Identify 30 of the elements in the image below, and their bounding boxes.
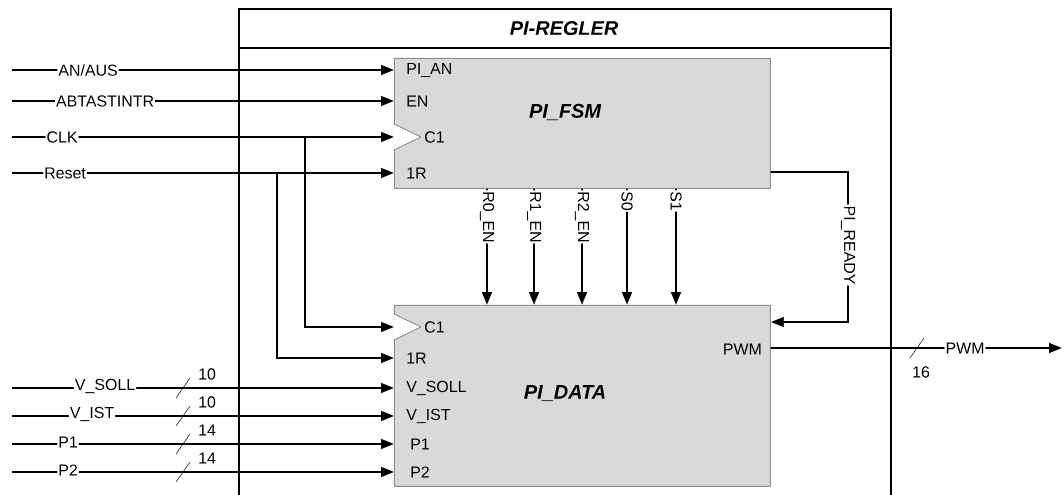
port-label: V_SOLL	[406, 380, 466, 396]
signal-label: AN/AUS	[57, 63, 119, 77]
port-label: C1	[425, 321, 444, 333]
signal-label: CLK	[45, 130, 79, 144]
bus-width-label: 14	[199, 452, 216, 464]
signal-label: S0	[620, 190, 634, 212]
signal-label: S1	[669, 190, 683, 212]
port-label: EN	[407, 95, 428, 107]
bus-width-label: 16	[913, 366, 930, 378]
signal-label: V_IST	[68, 405, 116, 423]
port-label: P1	[411, 438, 429, 450]
bus-width-label: 10	[199, 396, 216, 408]
block-title: PI_FSM	[529, 103, 602, 121]
signal-label: ABTASTINTR	[55, 94, 155, 108]
port-label: P2	[411, 466, 429, 478]
module-title: PI-REGLER	[510, 20, 619, 36]
port-label: 1R	[407, 167, 426, 179]
signal-label: P2	[57, 463, 79, 477]
signal-label: V_SOLL	[73, 377, 137, 395]
signal-label: P1	[57, 435, 79, 449]
port-label: PI_AN	[407, 62, 451, 78]
bus-width-label: 14	[199, 424, 216, 436]
port-label: V_IST	[406, 408, 451, 424]
signal-label: Reset	[43, 166, 87, 180]
bus-width-label: 10	[199, 368, 216, 380]
signal-label: PWM	[944, 341, 986, 355]
port-label: 1R	[407, 352, 426, 364]
port-label: PWM	[724, 343, 761, 355]
block-title: PI_DATA	[524, 384, 605, 402]
port-label: C1	[425, 131, 444, 143]
